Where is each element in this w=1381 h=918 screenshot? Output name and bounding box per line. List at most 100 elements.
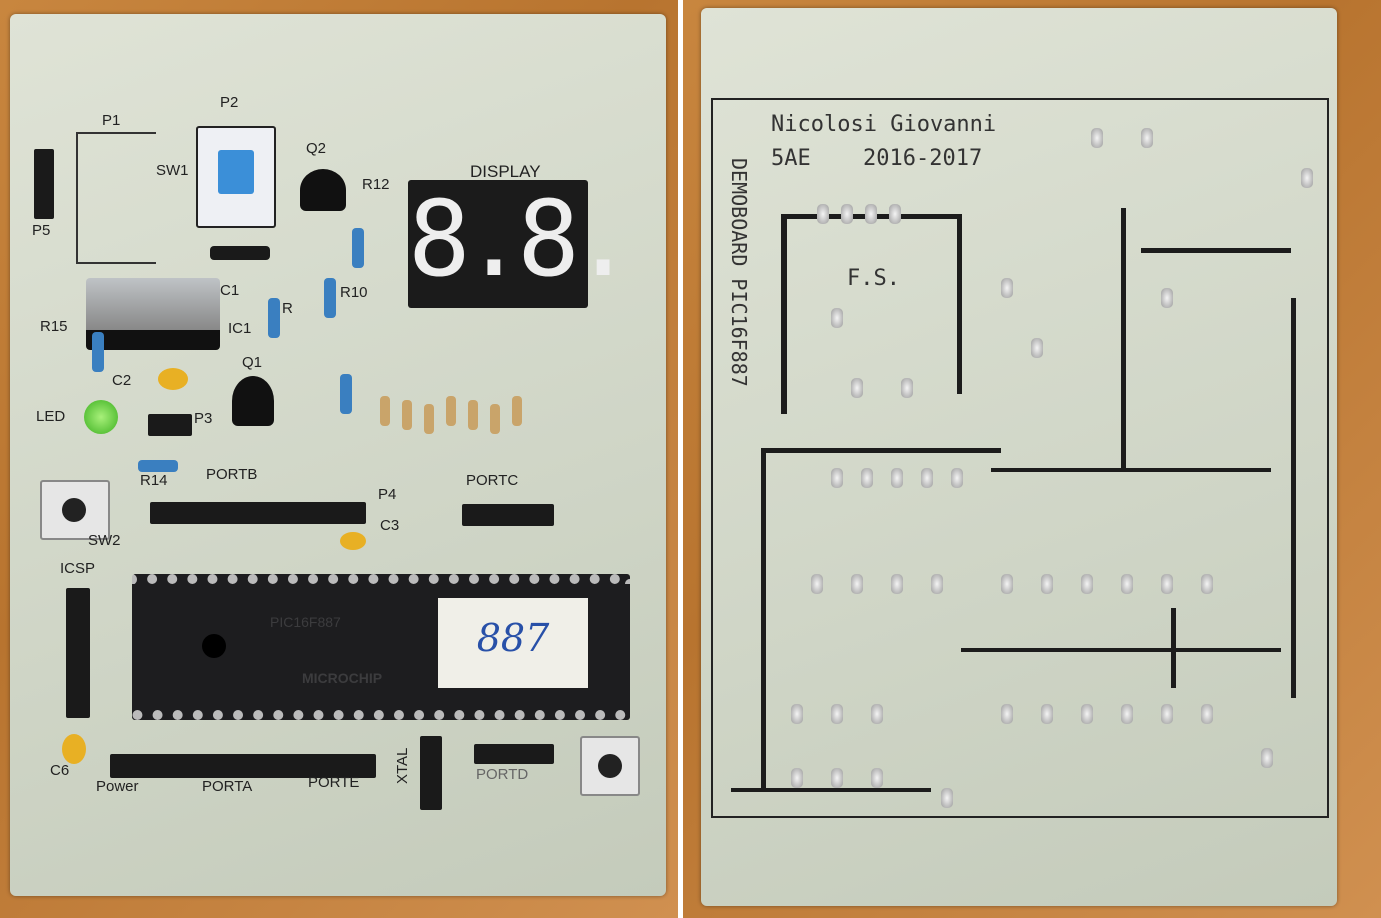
solder-pad: [1141, 128, 1153, 148]
label-p5: P5: [32, 222, 51, 239]
solder-pad: [941, 788, 953, 808]
jumper-p3: [148, 414, 192, 436]
trace: [1291, 298, 1296, 698]
solder-pad: [871, 768, 883, 788]
trace: [961, 648, 1281, 652]
solder-pad: [1081, 574, 1093, 594]
resistor-r14: [138, 460, 178, 472]
trace: [957, 214, 962, 394]
label-q2: Q2: [306, 140, 327, 157]
solder-pad: [1001, 278, 1013, 298]
solder-pad: [865, 204, 877, 224]
solder-pad: [791, 768, 803, 788]
year-label: 2016-2017: [863, 146, 983, 171]
button-switch: [580, 736, 640, 796]
label-c3: C3: [380, 517, 400, 534]
solder-pad: [1161, 704, 1173, 724]
label-porte: PORTE: [308, 774, 360, 791]
header-portb: [150, 502, 366, 524]
trace: [1171, 608, 1176, 688]
label-r: R: [282, 300, 293, 317]
chip-part-number: PIC16F887: [270, 614, 341, 630]
solder-pad: [841, 204, 853, 224]
solder-pad: [1201, 704, 1213, 724]
solder-pad: [1041, 574, 1053, 594]
resistor-r12: [352, 228, 364, 268]
resistor-array: [380, 396, 390, 426]
label-ic1: IC1: [228, 320, 252, 337]
solder-pad: [1001, 704, 1013, 724]
label-portc: PORTC: [466, 472, 519, 489]
trace: [1121, 208, 1126, 468]
label-xtal: XTAL: [394, 747, 411, 784]
solder-pad: [831, 308, 843, 328]
author-name: Nicolosi Giovanni: [771, 112, 997, 137]
p1-outline: [76, 132, 156, 264]
label-sw2: SW2: [88, 532, 121, 549]
trace: [761, 448, 1001, 453]
trace: [781, 214, 787, 414]
header-icsp: [66, 588, 90, 718]
capacitor-c3: [340, 532, 366, 550]
trace: [991, 468, 1271, 472]
label-c1: C1: [220, 282, 240, 299]
resistor-r: [268, 298, 280, 338]
label-sw1: SW1: [156, 162, 189, 179]
solder-pad: [1161, 288, 1173, 308]
label-led: LED: [36, 408, 66, 425]
label-power: Power: [96, 778, 139, 795]
solder-pad: [1091, 128, 1103, 148]
voltage-regulator-ic1: [86, 278, 220, 350]
resistor-r15: [92, 332, 104, 372]
resistor-array: [424, 404, 434, 434]
header-portd: [474, 744, 554, 764]
switch-button: [218, 150, 254, 194]
label-r15: R15: [40, 318, 68, 335]
solder-pad: [1121, 574, 1133, 594]
header-xtal: [420, 736, 442, 810]
chip-sticker: 887: [438, 598, 588, 688]
header-p5: [34, 149, 54, 219]
solder-pad: [831, 468, 843, 488]
label-p4: P4: [378, 486, 397, 503]
switch-cap: [598, 754, 622, 778]
label-p2: P2: [220, 94, 239, 111]
solder-pad: [921, 468, 933, 488]
solder-pad: [861, 468, 873, 488]
solder-pad: [831, 768, 843, 788]
board-outline: [711, 98, 1329, 818]
reset-switch-sw2: [40, 480, 110, 540]
solder-pad: [951, 468, 963, 488]
solder-pad: [1031, 338, 1043, 358]
transistor-q1: [232, 376, 274, 426]
right-photo: Nicolosi Giovanni 5AE 2016-2017 DEMOBOAR…: [683, 0, 1381, 918]
initials: F.S.: [847, 266, 900, 291]
label-q1: Q1: [242, 354, 263, 371]
resistor-array: [490, 404, 500, 434]
trace: [761, 448, 766, 788]
solder-pad: [811, 574, 823, 594]
microcontroller-chip: PIC16F887 MICROCHIP 887: [132, 574, 630, 720]
chip-brand: MICROCHIP: [302, 670, 383, 686]
solder-pad: [1121, 704, 1133, 724]
solder-pad: [891, 574, 903, 594]
capacitor-c6: [62, 734, 86, 764]
solder-pad: [871, 704, 883, 724]
solder-pad: [831, 704, 843, 724]
resistor-array: [402, 400, 412, 430]
label-portd: PORTD: [476, 766, 529, 783]
solder-pad: [1041, 704, 1053, 724]
label-r12: R12: [362, 176, 390, 193]
resistor-array: [468, 400, 478, 430]
transistor-q2: [300, 169, 346, 211]
label-c2: C2: [112, 372, 132, 389]
push-switch-sw1: [196, 126, 276, 228]
label-p3: P3: [194, 410, 213, 427]
header-power-porta-porte: [110, 754, 376, 778]
resistor-r11: [340, 374, 352, 414]
label-r10: R10: [340, 284, 368, 301]
solder-pad: [851, 574, 863, 594]
solder-pad: [889, 204, 901, 224]
diode: [210, 246, 270, 260]
header-portc: [462, 504, 554, 526]
